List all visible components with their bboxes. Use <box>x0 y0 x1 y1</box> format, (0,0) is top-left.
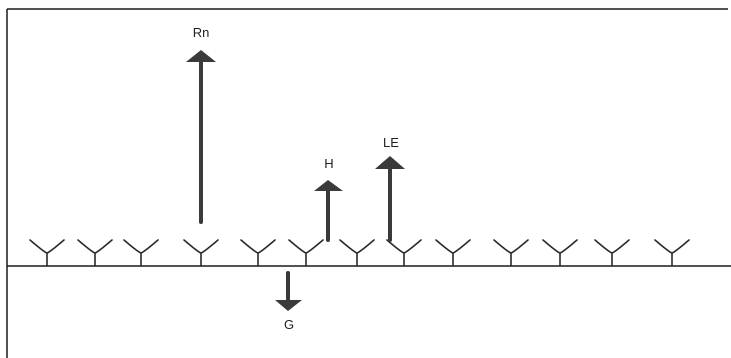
rn-label: Rn <box>193 25 210 40</box>
g-arrow <box>275 271 302 311</box>
plant-symbol <box>29 239 65 267</box>
h-label: H <box>324 156 333 171</box>
plant-symbol <box>183 239 219 267</box>
plant-symbol <box>77 239 113 267</box>
plant-symbol <box>594 239 630 267</box>
diagram-frame <box>6 8 728 358</box>
g-arrowhead <box>275 300 302 311</box>
vegetation-row <box>29 239 690 267</box>
plant-symbol <box>339 239 375 267</box>
le-label: LE <box>383 135 399 150</box>
plant-symbol <box>493 239 529 267</box>
h-arrowhead <box>314 180 343 191</box>
plant-symbol <box>240 239 276 267</box>
rn-arrowhead <box>186 50 216 62</box>
plant-symbol <box>435 239 471 267</box>
h-arrow <box>314 180 343 242</box>
rn-arrow <box>186 50 216 224</box>
plant-symbol <box>654 239 690 267</box>
le-arrowhead <box>375 156 405 169</box>
plant-symbol <box>386 239 422 267</box>
g-label: G <box>284 317 294 332</box>
le-arrow <box>375 156 405 242</box>
plant-symbol <box>288 239 324 267</box>
plant-symbol <box>542 239 578 267</box>
plant-symbol <box>123 239 159 267</box>
